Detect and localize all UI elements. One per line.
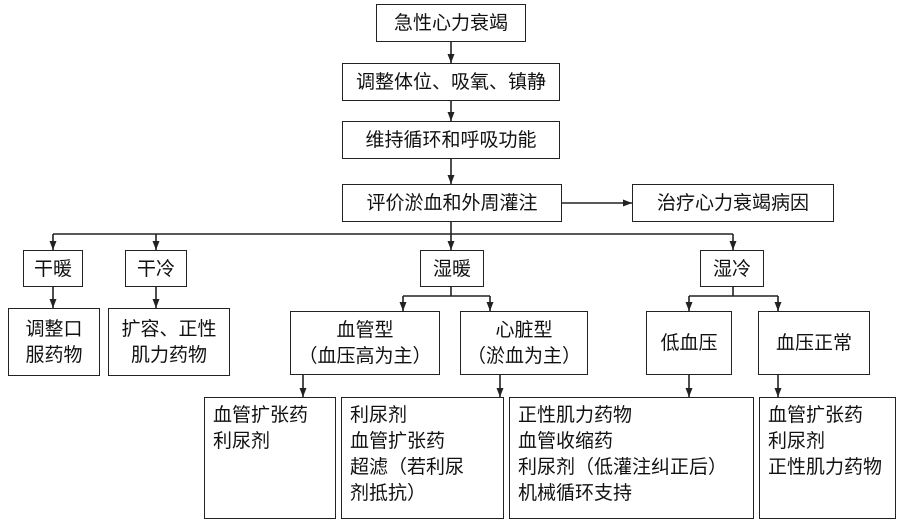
node-wet-cold: 湿冷 — [700, 250, 764, 287]
node-text-line: 维持循环和呼吸功能 — [365, 129, 537, 151]
node-text-line: 急性心力衰竭 — [393, 12, 508, 34]
node-dry-cold-treatment: 扩容、正性肌力药物 — [108, 308, 230, 376]
node-low-bp-treatment: 正性肌力药物血管收缩药利尿剂（低灌注纠正后） 机械循环支持 — [509, 397, 754, 519]
node-text-line: （血压高为主） — [298, 345, 432, 367]
node-vascular-type-treatment: 血管扩张药利尿剂 — [204, 397, 336, 519]
node-text-line: 扩容、正性 — [121, 318, 217, 340]
node-dry-warm-treatment: 调整口服药物 — [8, 308, 100, 376]
node-wet-warm: 湿暖 — [420, 250, 484, 287]
node-cardiac-type: 心脏型 （淤血为主） — [460, 311, 588, 375]
node-text-line: （淤血为主） — [466, 345, 581, 367]
node-dry-warm: 干暖 — [23, 250, 83, 287]
node-text-line: 剂抵抗） — [350, 482, 427, 504]
node-text-line: 利尿剂（低灌注纠正后） — [518, 456, 728, 478]
node-text-line: 评价淤血和外周灌注 — [366, 192, 538, 214]
node-text-line: 机械循环支持 — [518, 482, 633, 504]
node-normal-bp-treatment: 血管扩张药利尿剂正性肌力药物 — [759, 397, 896, 519]
node-dry-cold: 干冷 — [125, 250, 187, 287]
node-text-line: 湿冷 — [712, 257, 751, 280]
node-vascular-type: 血管型 （血压高为主） — [290, 311, 440, 375]
node-text-line: 正性肌力药物 — [518, 404, 633, 426]
node-acute-heart-failure: 急性心力衰竭 — [376, 4, 526, 42]
node-maintain-circulation-respiration: 维持循环和呼吸功能 — [342, 121, 560, 159]
node-text-line: 治疗心力衰竭病因 — [656, 192, 809, 214]
node-treat-cause: 治疗心力衰竭病因 — [632, 184, 834, 222]
node-text-line: 超滤（若利尿 — [350, 456, 465, 478]
node-text-line: 低血压 — [660, 332, 718, 354]
node-text-line: 血管型 — [336, 319, 394, 341]
node-adjust-position-oxygen-sedation: 调整体位、吸氧、镇静 — [342, 63, 560, 101]
node-text-line: 正性肌力药物 — [768, 456, 883, 478]
node-text-line: 干冷 — [136, 257, 175, 280]
node-text-line: 心脏型 — [495, 319, 553, 341]
node-text-line: 干暖 — [33, 257, 72, 280]
node-text-line: 利尿剂 — [768, 430, 826, 452]
node-evaluate-congestion-perfusion: 评价淤血和外周灌注 — [342, 184, 562, 222]
node-text-line: 血管扩张药 — [768, 404, 864, 426]
node-normal-blood-pressure: 血压正常 — [758, 311, 870, 375]
node-text-line: 利尿剂 — [350, 404, 408, 426]
node-text-line: 调整口 — [25, 318, 83, 340]
node-text-line: 利尿剂 — [213, 430, 271, 452]
node-text-line: 湿暖 — [432, 257, 471, 280]
node-text-line: 血压正常 — [775, 332, 852, 354]
node-text-line: 血管扩张药 — [350, 430, 446, 452]
node-cardiac-type-treatment: 利尿剂血管扩张药超滤（若利尿剂抵抗） — [341, 397, 504, 519]
node-low-blood-pressure: 低血压 — [646, 311, 732, 375]
node-text-line: 调整体位、吸氧、镇静 — [355, 71, 546, 93]
node-text-line: 血管扩张药 — [213, 404, 309, 426]
node-text-line: 血管收缩药 — [518, 430, 614, 452]
node-text-line: 服药物 — [25, 344, 83, 366]
node-text-line: 肌力药物 — [130, 344, 207, 366]
